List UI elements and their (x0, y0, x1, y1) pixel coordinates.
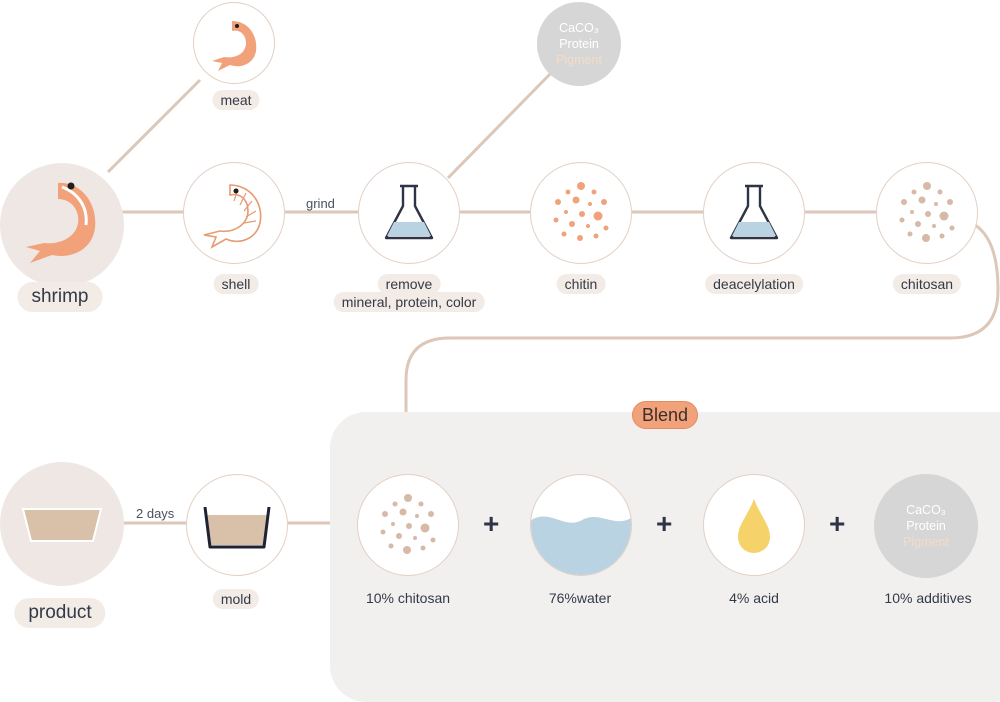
additive-protein: Protein (906, 519, 946, 533)
chitosan-label: chitosan (892, 274, 962, 294)
plus-sign: + (829, 508, 846, 539)
mold-node (186, 474, 288, 576)
chitosan-node (876, 162, 978, 264)
two-days-edge-label: 2 days (136, 506, 175, 521)
blend-title: Blend (632, 401, 698, 429)
meat-node (193, 2, 275, 84)
water-icon (531, 516, 631, 575)
additive-caco3: CaCO₃ (906, 503, 946, 517)
remove-detail-label: mineral, protein, color (333, 292, 485, 312)
shrimp-meat-icon (212, 21, 257, 71)
shrimp-label: shrimp (17, 282, 103, 312)
mold-icon (203, 506, 271, 549)
byproduct-protein: Protein (559, 37, 599, 51)
blend-acid-node (703, 474, 805, 576)
blend-water-node (530, 474, 632, 576)
plus-sign: + (656, 508, 673, 539)
deacelylation-label: deacelylation (705, 274, 803, 294)
chitosan-particles-icon (899, 182, 955, 242)
grind-edge-label: grind (306, 196, 335, 211)
blend-ingredient-acid: 4% acid (729, 590, 779, 606)
byproduct-pigment: Pigment (556, 53, 602, 67)
blend-chitosan-node (357, 474, 459, 576)
chitosan-particles-icon (380, 494, 436, 554)
product-tray-icon (21, 508, 103, 542)
byproducts-node: CaCO₃ Protein Pigment (537, 2, 621, 86)
chitin-particles-icon (553, 182, 609, 241)
plus-sign: + (483, 508, 500, 539)
blend-ingredient-additives: 10% additives (884, 590, 972, 606)
flask-icon (384, 184, 434, 240)
shell-icon (203, 184, 262, 249)
remove-node (358, 162, 460, 264)
shell-label: shell (213, 274, 259, 294)
blend-additives-node: CaCO₃ Protein Pigment (874, 474, 978, 578)
shrimp-icon (26, 182, 96, 263)
connector-lines (106, 70, 1000, 525)
chitin-label: chitin (556, 274, 606, 294)
shrimp-node (0, 163, 124, 287)
additive-pigment: Pigment (903, 535, 949, 549)
chitin-node (530, 162, 632, 264)
mold-label: mold (212, 589, 260, 609)
deacelylation-node (703, 162, 805, 264)
droplet-icon (738, 499, 770, 553)
meat-label: meat (212, 90, 260, 110)
flask-icon (729, 184, 779, 240)
blend-ingredient-chitosan: 10% chitosan (365, 590, 451, 606)
remove-label: remove (377, 274, 441, 294)
blend-ingredient-water: 76%water (548, 590, 612, 606)
byproduct-caco3: CaCO₃ (559, 21, 599, 35)
product-label: product (14, 598, 106, 628)
product-node (0, 462, 124, 586)
shell-node (183, 162, 285, 264)
